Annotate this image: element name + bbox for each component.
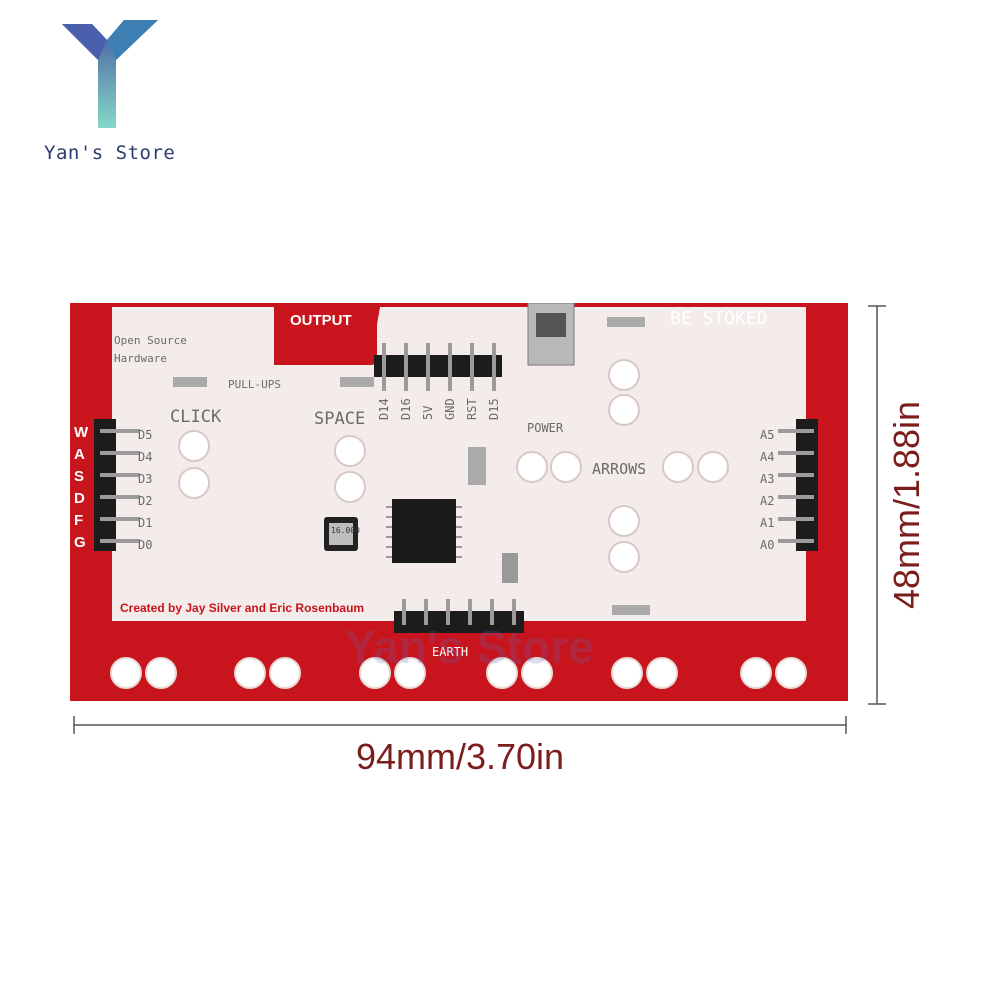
be-stoked-label: BE STOKED <box>670 308 768 329</box>
store-logo <box>62 20 158 128</box>
open-source-label: Open Source <box>114 334 187 347</box>
right-header-pins <box>778 429 814 543</box>
pin-d14: D14 <box>377 398 391 420</box>
output-label: OUTPUT <box>290 312 352 329</box>
pin-d16: D16 <box>399 398 413 420</box>
width-dimension: 94mm/3.70in <box>355 736 565 777</box>
smd-components <box>173 317 650 615</box>
microcontroller-chip <box>392 499 456 563</box>
pullups-label: PULL-UPS <box>228 378 281 391</box>
pin-5v: 5V <box>421 405 435 420</box>
input-pads <box>178 359 729 573</box>
left-header-pins <box>100 429 140 543</box>
right-header <box>796 419 818 551</box>
pin-rst: RST <box>465 398 479 420</box>
bottom-pads <box>110 657 807 689</box>
makey-board <box>70 303 848 701</box>
store-watermark: Yan's Store <box>345 621 594 673</box>
hardware-label: Hardware <box>114 352 167 365</box>
earth-label: EARTH <box>432 645 469 659</box>
top-header <box>374 355 502 377</box>
height-dimension: 48mm/1.88in <box>886 400 927 610</box>
space-label: SPACE <box>314 409 366 429</box>
store-name: Yan's Store <box>44 142 176 164</box>
credit-label: Created by Jay Silver and Eric Rosenbaum <box>120 601 365 615</box>
output-block <box>277 307 377 365</box>
click-label: CLICK <box>170 407 222 427</box>
left-header <box>94 419 116 551</box>
crystal-label: 16.000 <box>331 526 360 535</box>
pin-gnd: GND <box>443 398 457 420</box>
arrows-label: ARROWS <box>592 460 647 478</box>
pin-d15: D15 <box>487 398 501 420</box>
power-label: POWER <box>527 421 564 435</box>
